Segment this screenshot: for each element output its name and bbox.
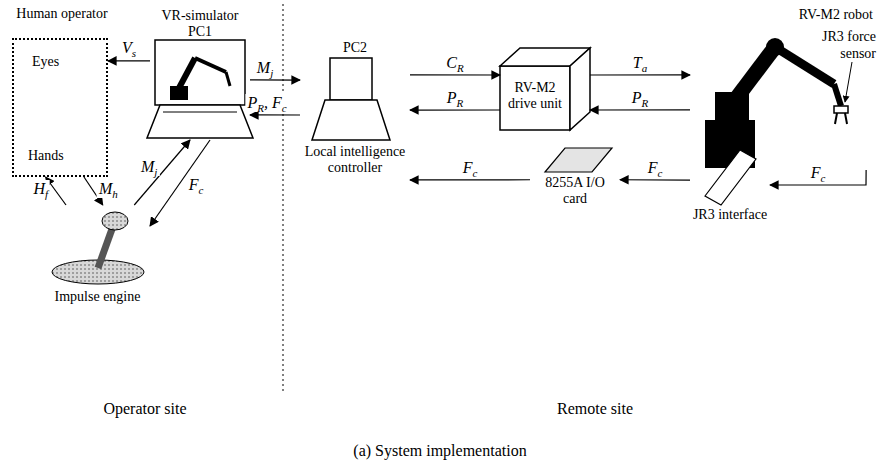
- drive-unit-box: [500, 48, 590, 130]
- node-label: Hands: [28, 148, 98, 164]
- signal-label: Fc: [809, 164, 828, 182]
- vr-simulator-pc: VR-simulator PC1: [150, 8, 250, 140]
- signal-label: PR, Fc: [245, 94, 288, 112]
- drawing-stroke: [845, 113, 847, 124]
- drawing-stroke: [98, 229, 112, 268]
- signal-label: Ta: [631, 54, 649, 72]
- signal-label: Fc: [646, 159, 665, 177]
- drawing-stroke: [834, 106, 848, 113]
- signal-label: Vs: [120, 39, 138, 57]
- node-label: JR3 interface: [690, 207, 770, 223]
- site-label: Remote site: [520, 400, 670, 417]
- io-card: 8255A I/O card: [530, 140, 620, 215]
- signal-label: Hf: [31, 180, 50, 198]
- drawing-stroke: [155, 40, 245, 105]
- signal-arrow: [108, 60, 150, 61]
- signal-arrow: [150, 140, 210, 226]
- signal-label: PR: [445, 89, 466, 107]
- node-label: Human operator: [4, 6, 120, 22]
- drawing-stroke: [163, 112, 237, 113]
- drawing-stroke: [735, 47, 775, 100]
- impulse-engine: Impulse engine: [45, 205, 150, 310]
- jr3-interface-box: [705, 150, 756, 205]
- drawing-stroke: [170, 86, 188, 100]
- node-label: Local intelligence controller: [300, 144, 410, 176]
- signal-arrow: [590, 74, 690, 75]
- signal-arrow: [620, 179, 690, 181]
- signal-label: Fc: [187, 176, 206, 194]
- signal-label: Mh: [97, 180, 120, 198]
- node-label: RV-M2 robot: [785, 7, 873, 23]
- pc2-computer: [312, 58, 390, 140]
- drawing-stroke: [570, 48, 590, 130]
- drawing-stroke: [834, 84, 841, 106]
- signal-label: CR: [444, 54, 465, 72]
- signal-label: Mj: [255, 59, 275, 77]
- part-label: JR3 force sensor: [812, 28, 876, 62]
- drive-unit: RV-M2 drive unit: [500, 48, 590, 130]
- local-controller-pc: PC2Local intelligence controller: [300, 40, 410, 190]
- pc1-computer: [147, 40, 253, 138]
- node-label: 8255A I/O card: [540, 175, 610, 207]
- io-card: [545, 148, 612, 172]
- site-divider: [283, 4, 284, 392]
- signal-arrow: [134, 140, 190, 205]
- signal-label: Fc: [461, 159, 480, 177]
- node-label: PC2: [300, 40, 410, 56]
- drawing-stroke: [330, 58, 372, 100]
- drawing-stroke: [226, 72, 230, 86]
- node-label: RV-M2 drive unit: [501, 80, 569, 112]
- figure-caption: (a) System implementation: [240, 442, 640, 459]
- signal-arrow: [410, 179, 530, 180]
- signal-arrow: [250, 114, 300, 115]
- robot-arm: [705, 38, 848, 168]
- leader-line: [845, 62, 852, 102]
- drawing-stroke: [179, 58, 195, 88]
- signal-arrow: [410, 74, 500, 75]
- signal-arrow: [250, 79, 300, 80]
- node-label: VR-simulator PC1: [158, 8, 242, 40]
- jr3-interface: JR3 interface: [690, 145, 770, 225]
- signal-label: Mj: [139, 158, 159, 176]
- human-operator-box: Human operatorEyesHands: [12, 38, 108, 177]
- site-label: Operator site: [70, 400, 220, 417]
- drawing-stroke: [147, 105, 253, 138]
- signal-arrow: [410, 109, 500, 110]
- node-label: Eyes: [32, 54, 92, 70]
- signal-arrow: [590, 109, 690, 110]
- node-label: Impulse engine: [45, 289, 150, 305]
- drawing-stroke: [312, 100, 390, 140]
- drawing-stroke: [500, 66, 570, 130]
- drawing-stroke: [102, 212, 128, 230]
- drawing-stroke: [195, 58, 226, 72]
- drawing-stroke: [775, 47, 834, 84]
- drawing-stroke: [835, 113, 837, 124]
- signal-label: PR: [630, 89, 651, 107]
- joystick: [52, 212, 144, 284]
